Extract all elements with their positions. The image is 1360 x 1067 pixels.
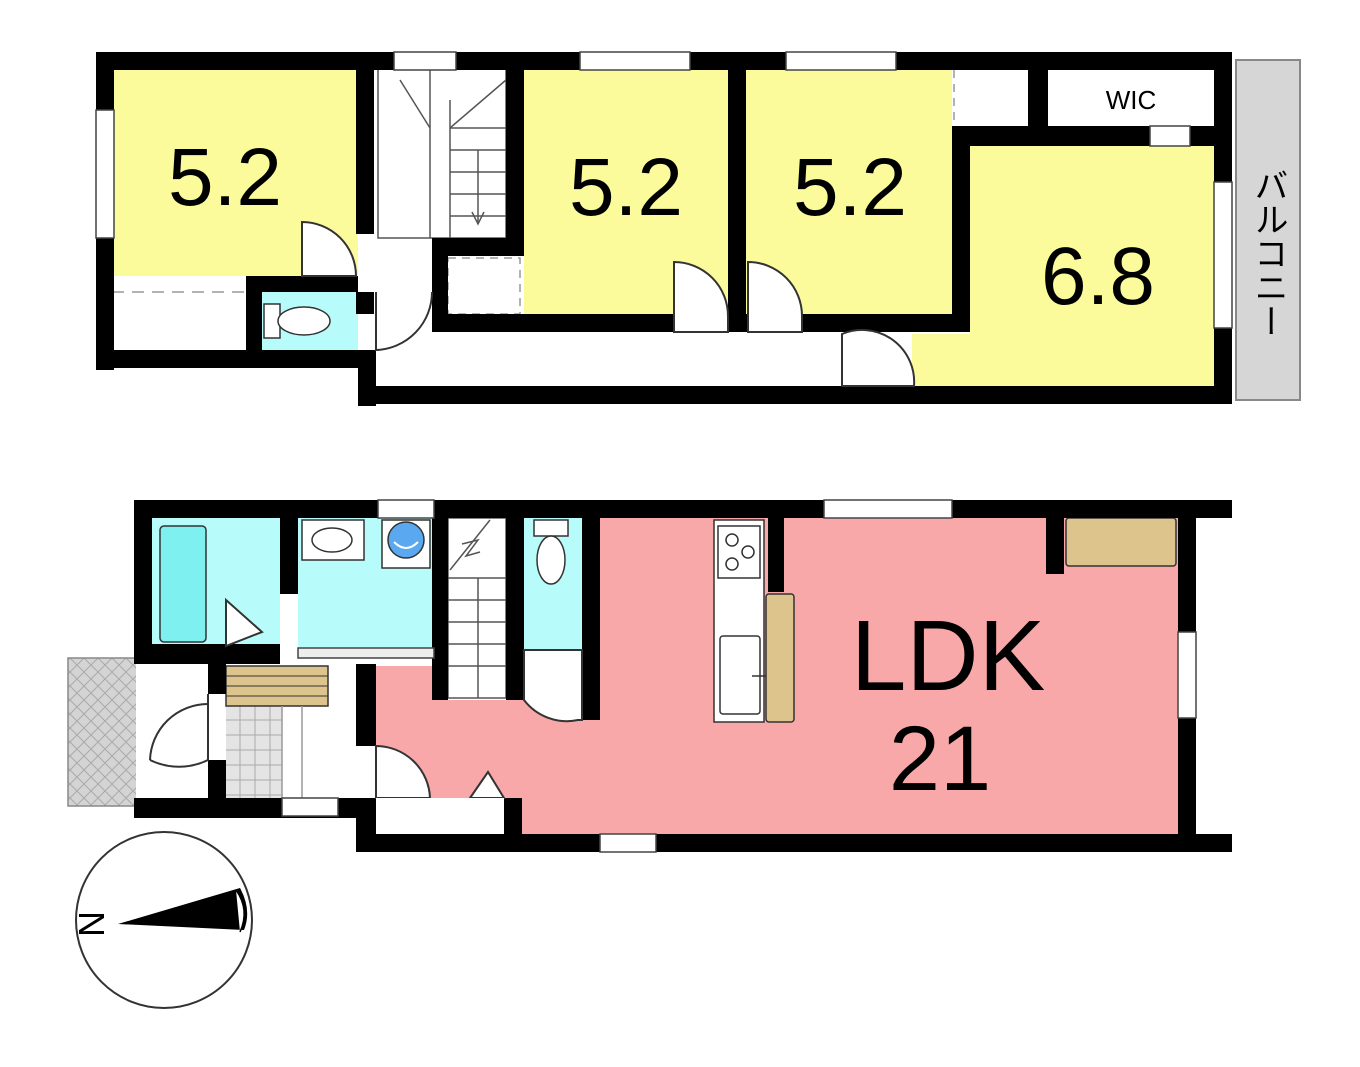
- ldk-label: LDK: [851, 600, 1046, 712]
- room-size-east: 5.2: [793, 142, 907, 233]
- toilet-fixture-2f: [263, 303, 331, 339]
- windows-1f: [281, 499, 1197, 853]
- room-size-west: 5.2: [168, 132, 282, 223]
- wic-label: WIC: [1106, 85, 1157, 115]
- compass-north-label: N: [71, 911, 112, 937]
- washbasin: [301, 519, 365, 561]
- bathtub: [159, 525, 207, 643]
- room-size-center: 5.2: [569, 142, 683, 233]
- second-floor: 5.2 5.2 5.2 6.8 WIC バルコニー: [95, 51, 1301, 406]
- compass: N: [71, 831, 253, 1009]
- compass-needle: [118, 888, 248, 930]
- first-floor: LDK 21: [67, 499, 1232, 853]
- windows-2f: [95, 51, 1233, 329]
- wic-room: [1048, 70, 1214, 126]
- doors-1f: [149, 597, 583, 799]
- stairs-1f: [447, 517, 507, 699]
- doors-2f: [301, 220, 916, 387]
- balcony-label: バルコニー: [1248, 168, 1288, 338]
- kitchen-counter: [713, 519, 795, 723]
- balcony: [1235, 59, 1301, 401]
- entrance-floor: [226, 706, 282, 798]
- bedroom-main: [912, 146, 1216, 386]
- room-size-main: 6.8: [1041, 231, 1155, 322]
- ldk-size: 21: [889, 708, 991, 810]
- storage-shelf: [1065, 517, 1177, 567]
- washing-machine: [381, 519, 431, 569]
- toilet-fixture-1f: [533, 519, 569, 585]
